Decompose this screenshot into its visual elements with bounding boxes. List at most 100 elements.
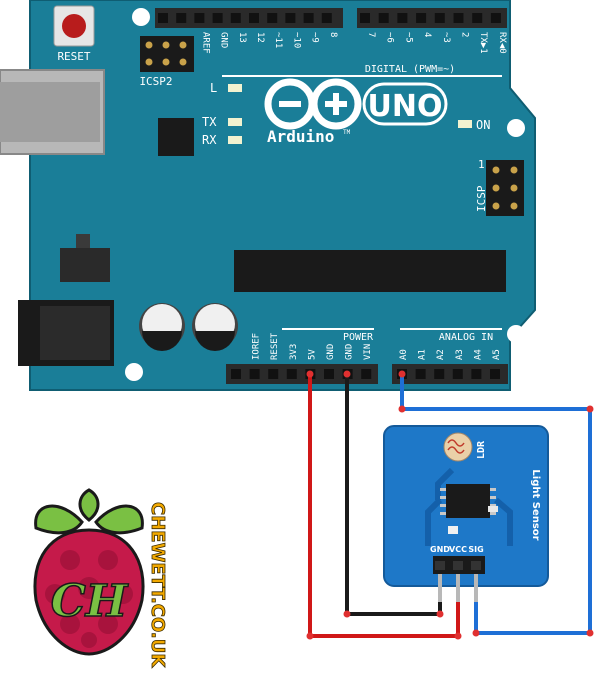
ldr-icon [443, 432, 473, 462]
pcb-trace [425, 467, 513, 546]
led-on-label: ON [476, 118, 490, 132]
sensor-pin-label: SIG [468, 545, 483, 554]
mounting-hole-icon [125, 363, 143, 381]
header-socket [176, 13, 187, 23]
ldr-label: LDR [476, 440, 487, 459]
power-pin-label: GND [345, 344, 355, 360]
header-socket [361, 369, 372, 379]
icsp2-header [140, 36, 194, 72]
header-socket [397, 13, 408, 23]
power-pin-label: 5V [307, 349, 317, 360]
digital-pin-label: AREF [200, 32, 210, 54]
header-socket [268, 369, 279, 379]
sensor-pin-label: GND [430, 545, 450, 554]
header-socket [231, 369, 241, 379]
minus-icon [279, 101, 301, 107]
board-outline [29, 0, 536, 391]
digital-pin-label: ~10 [291, 32, 301, 48]
power-label: POWER [343, 332, 374, 343]
header-socket [360, 13, 370, 23]
digital-pin-label: ~5 [403, 32, 413, 43]
header-socket [267, 13, 278, 23]
power-header [226, 364, 378, 384]
sensor-pin-socket [435, 561, 445, 570]
header-socket [303, 13, 314, 23]
header-socket [434, 13, 445, 23]
header-socket [158, 13, 168, 23]
header-socket [472, 13, 483, 23]
voltage-regulator [60, 234, 110, 282]
digital-pin-label: TX▶1 [478, 32, 488, 54]
digital-pin-label: 2 [460, 32, 470, 37]
sensor-pin-socket [453, 561, 463, 570]
comparator-chip [446, 484, 490, 518]
header-socket [230, 13, 241, 23]
digital-pin-label: GND [219, 32, 229, 48]
leaf-icon [94, 504, 144, 535]
header-socket [194, 13, 205, 23]
header-socket [249, 13, 259, 23]
power-pin-label: VIN [363, 344, 373, 360]
wire-5v-to-vcc [308, 374, 460, 638]
sensor-pin-label: VCC [449, 545, 467, 554]
led-l-label: L [210, 81, 217, 95]
header-socket [490, 13, 501, 23]
header-socket [212, 13, 223, 23]
led-tx-label: TX [202, 115, 217, 129]
digital-header [155, 8, 507, 28]
mounting-hole-icon [507, 119, 525, 137]
icsp-pin-one-label: 1 [478, 158, 485, 171]
power-pin-label: RESET [270, 332, 280, 360]
leaf-icon [78, 488, 100, 522]
usb-connector [0, 69, 105, 155]
icsp-label: ICSP [475, 185, 488, 212]
logo-initials: CH [51, 576, 129, 627]
digital-pin-label: 4 [422, 32, 432, 37]
analog-pin-label: A1 [418, 349, 428, 360]
header-socket [416, 13, 427, 23]
arduino-brand-label: Arduino [267, 127, 334, 146]
arduino-uno-board [29, 0, 536, 391]
digital-pin-label: RX◀0 [497, 32, 507, 54]
analog-pin-label: A5 [492, 349, 502, 360]
led-rx-label: RX [202, 133, 217, 147]
digital-pin-label: ~11 [273, 32, 283, 48]
uno-badge [362, 82, 448, 126]
digital-pin-label: 13 [237, 32, 247, 43]
digital-pin-label: 8 [328, 32, 338, 37]
icsp-header [486, 160, 524, 216]
wires [306, 370, 594, 640]
header-socket [378, 13, 389, 23]
capacitor-icon [139, 303, 185, 351]
microcontroller-chip [234, 250, 506, 292]
leaf-icon [34, 504, 84, 535]
digital-pin-label: ~9 [310, 32, 320, 43]
header-socket [285, 13, 296, 23]
digital-pin-label: 12 [255, 32, 265, 43]
digital-pin-label: 7 [366, 32, 376, 37]
sensor-pin-socket [471, 561, 481, 570]
header-socket [452, 369, 463, 379]
analog-pin-label: A2 [436, 349, 446, 360]
usb-chip [158, 118, 194, 156]
digital-pin-label: ~3 [441, 32, 451, 43]
trademark-label: TM [343, 129, 351, 136]
logo-site-label: CHEWETT.CO.UK [147, 502, 168, 668]
digital-pwm-label: DIGITAL (PWM=~) [365, 64, 455, 75]
dc-power-jack [18, 300, 114, 366]
reset-label: RESET [57, 50, 90, 63]
analog-pin-label: A3 [455, 349, 465, 360]
power-pin-label: GND [326, 344, 336, 360]
led-l-icon [228, 84, 242, 92]
icsp2-label: ICSP2 [139, 75, 172, 88]
led-rx-icon [228, 136, 242, 144]
led-icon [448, 526, 458, 534]
reset-button [53, 5, 95, 47]
analog-pin-label: A0 [399, 349, 409, 360]
raspberry-logo: CH [33, 488, 145, 656]
mounting-hole-icon [132, 8, 150, 26]
header-socket [286, 369, 297, 379]
header-socket [490, 369, 500, 379]
header-socket [415, 369, 426, 379]
